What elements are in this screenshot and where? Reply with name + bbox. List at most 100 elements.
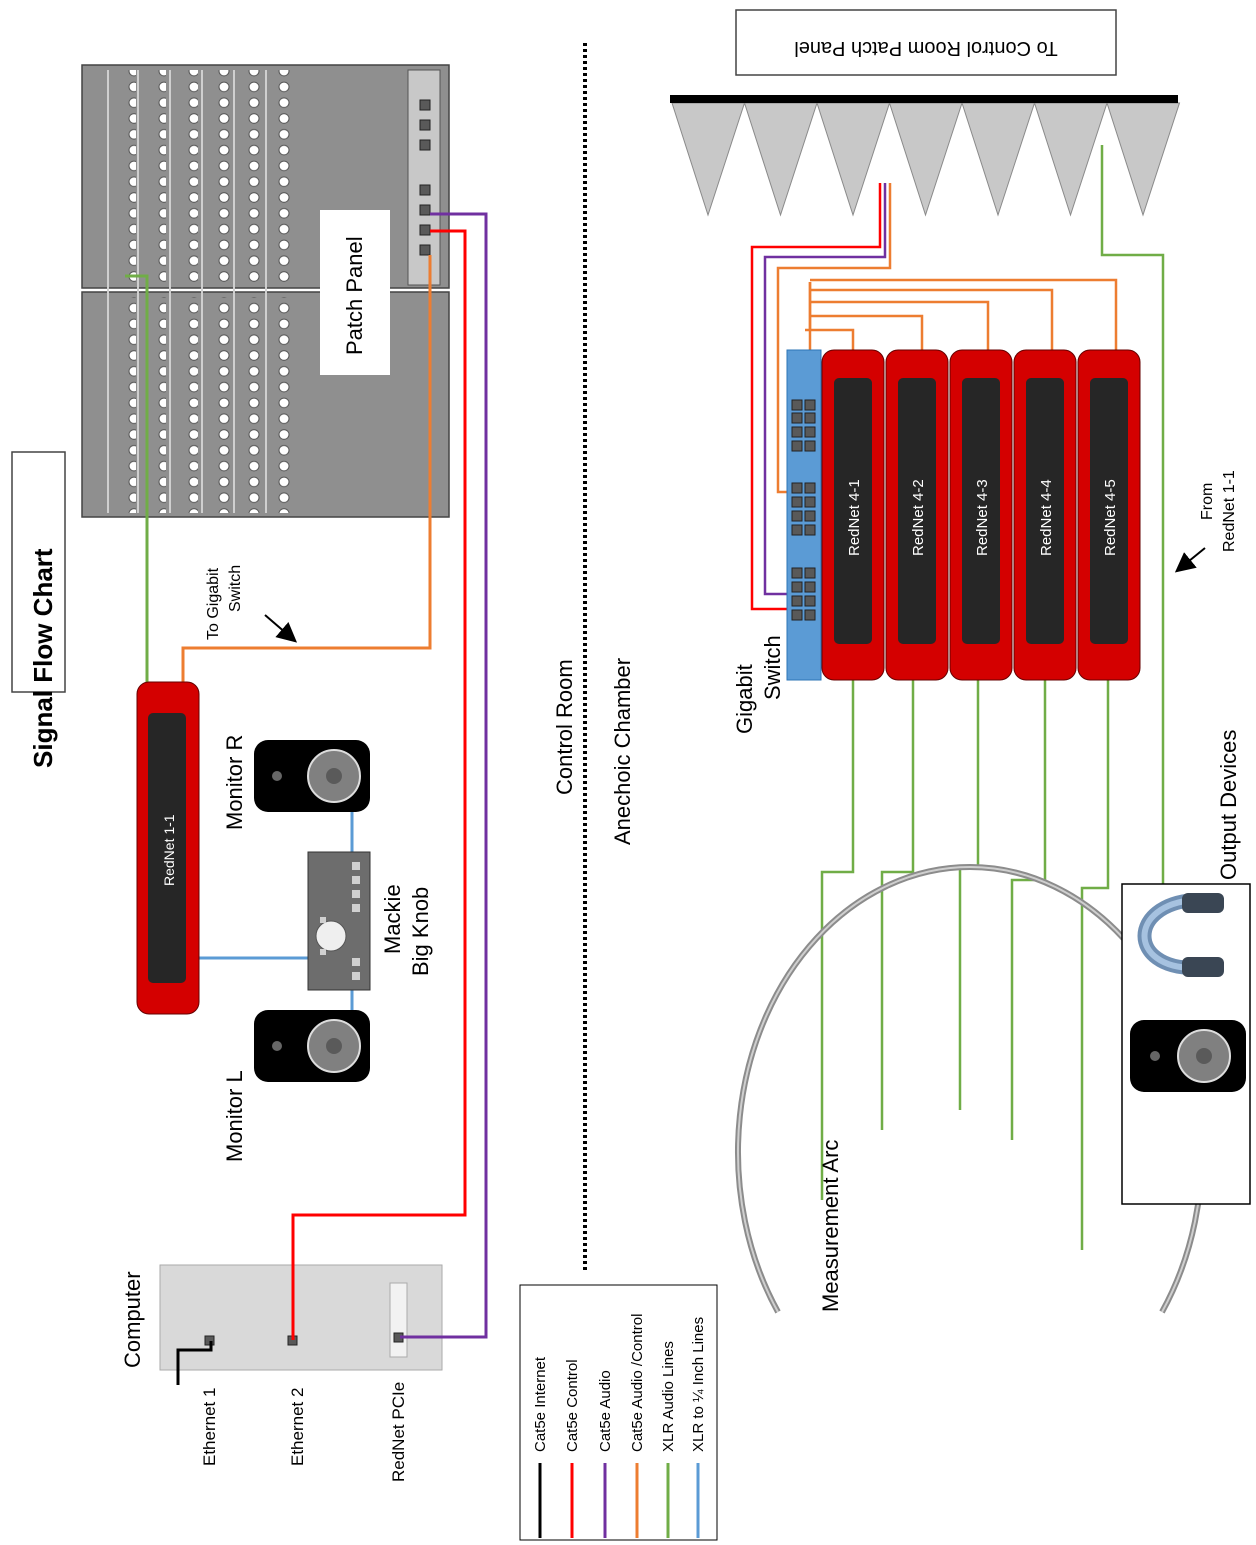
patch-strip-divider bbox=[137, 70, 139, 513]
to-gigabit-annotation: To Gigabit Switch bbox=[205, 565, 298, 643]
mackie-button bbox=[352, 876, 360, 884]
output-devices-label: Output Devices bbox=[1216, 730, 1241, 880]
patch-strip-bottom bbox=[236, 297, 262, 513]
monitor-r: Monitor R bbox=[222, 735, 370, 830]
chamber-cable-red bbox=[750, 183, 882, 611]
anechoic-wedge bbox=[743, 102, 818, 217]
mackie-button bbox=[352, 862, 360, 870]
patch-strip-bottom bbox=[140, 297, 166, 513]
switch-port bbox=[804, 426, 816, 438]
patch-strip-bottom bbox=[172, 297, 198, 513]
mackie-small-button bbox=[320, 917, 326, 923]
switch-port bbox=[804, 399, 816, 411]
patch-panel-port bbox=[419, 184, 431, 196]
switch-port bbox=[791, 412, 803, 424]
monitor-l: Monitor L bbox=[222, 1010, 370, 1162]
to-gigabit-line2: Switch bbox=[227, 565, 244, 612]
switch-port bbox=[791, 595, 803, 607]
control-room-label: Control Room bbox=[552, 659, 577, 795]
chamber-cable-orange bbox=[810, 300, 990, 350]
anechoic-wedge bbox=[1106, 102, 1181, 217]
patch-strip-bottom bbox=[110, 297, 136, 513]
ethernet1-label: Ethernet 1 bbox=[200, 1388, 219, 1466]
switch-port bbox=[791, 581, 803, 593]
rednet-unit-label: RedNet 4-1 bbox=[846, 479, 863, 556]
switch-port bbox=[804, 510, 816, 522]
measurement-arc-label: Measurement Arc bbox=[818, 1140, 843, 1312]
switch-port bbox=[804, 482, 816, 494]
rednet-unit-display bbox=[1026, 378, 1064, 644]
to-control-room-label: To Control Room Patch Panel bbox=[794, 37, 1057, 59]
mackie-small-button bbox=[320, 949, 326, 955]
patch-strip-bottom bbox=[204, 297, 230, 513]
patch-panel-port bbox=[419, 204, 431, 216]
anechoic-wedge bbox=[961, 102, 1036, 217]
from-rednet-arrow bbox=[1174, 547, 1206, 573]
gigabit-switch: Gigabit Switch bbox=[732, 349, 822, 734]
anechoic-wedge bbox=[816, 102, 891, 217]
patch-strip-top bbox=[172, 70, 198, 286]
from-rednet-annotation: From RedNet 1-1 bbox=[1174, 470, 1238, 573]
switch-port bbox=[791, 482, 803, 494]
patch-strip-divider bbox=[107, 70, 109, 513]
switch-port bbox=[791, 496, 803, 508]
legend-label: Cat5e Internet bbox=[532, 1356, 549, 1452]
switch-port bbox=[804, 595, 816, 607]
switch-port bbox=[791, 399, 803, 411]
switch-port bbox=[791, 609, 803, 621]
to-gigabit-line1: To Gigabit bbox=[205, 567, 222, 640]
legend-label: XLR Audio Lines bbox=[660, 1341, 677, 1452]
patch-panel: Patch Panel bbox=[81, 64, 450, 518]
chamber-cable-from-rednet-1-1 bbox=[1100, 145, 1165, 888]
chamber-cable-orange bbox=[810, 314, 924, 350]
switch-port bbox=[804, 496, 816, 508]
patch-panel-label: Patch Panel bbox=[342, 236, 367, 355]
chamber-cable-green bbox=[820, 680, 855, 1200]
legend-label: Cat5e Audio /Control bbox=[629, 1314, 646, 1452]
switch-port bbox=[804, 440, 816, 452]
switch-port bbox=[804, 412, 816, 424]
legend-label: Cat5e Audio bbox=[597, 1370, 614, 1452]
cable-cat5e-audio-control bbox=[181, 255, 432, 682]
rednet-pcie-label: RedNet PCIe bbox=[389, 1382, 408, 1482]
switch-port bbox=[804, 609, 816, 621]
chamber-cable-green bbox=[958, 680, 980, 1110]
cable-cat5e-control bbox=[291, 229, 467, 1340]
monitor-l-label: Monitor L bbox=[222, 1070, 247, 1162]
patch-strip-top bbox=[204, 70, 230, 286]
rednet-1-1-label: RedNet 1-1 bbox=[161, 814, 177, 886]
switch-port bbox=[791, 567, 803, 579]
chamber-cables bbox=[750, 145, 1165, 1250]
title-box: Signal Flow Chart bbox=[11, 451, 66, 768]
patch-strip-bottom bbox=[268, 297, 294, 513]
rednet-unit-display bbox=[1090, 378, 1128, 644]
switch-port bbox=[791, 510, 803, 522]
rednet-unit: RedNet 4-2 bbox=[885, 349, 949, 681]
rednet-unit-label: RedNet 4-4 bbox=[1038, 479, 1055, 556]
cable-cat5e-audio bbox=[400, 212, 488, 1339]
cable-xlr-audio bbox=[125, 274, 149, 682]
patch-panel-port bbox=[419, 224, 431, 236]
patch-strip-top bbox=[268, 70, 294, 286]
patch-panel-port bbox=[419, 99, 431, 111]
rednet-unit: RedNet 4-4 bbox=[1013, 349, 1077, 681]
gigabit-switch-line2: Switch bbox=[760, 635, 785, 700]
switch-port bbox=[791, 524, 803, 536]
output-speaker bbox=[1130, 1020, 1246, 1092]
chamber-cable-green bbox=[880, 680, 915, 1130]
anechoic-wall bbox=[670, 95, 1181, 217]
patch-strip-divider bbox=[265, 70, 267, 513]
mackie-button bbox=[352, 904, 360, 912]
mackie-button bbox=[352, 972, 360, 980]
mackie-big-knob: Mackie Big Knob bbox=[307, 851, 433, 991]
computer: Computer Ethernet 1 Ethernet 2 RedNet PC… bbox=[120, 1264, 443, 1482]
rednet-unit: RedNet 4-5 bbox=[1077, 349, 1141, 681]
rednet-unit: RedNet 4-1 bbox=[821, 349, 885, 681]
from-rednet-line2: RedNet 1-1 bbox=[1221, 470, 1238, 552]
switch-port bbox=[804, 581, 816, 593]
chamber-cable-purple bbox=[763, 183, 887, 596]
chamber-cable-orange bbox=[776, 183, 892, 494]
